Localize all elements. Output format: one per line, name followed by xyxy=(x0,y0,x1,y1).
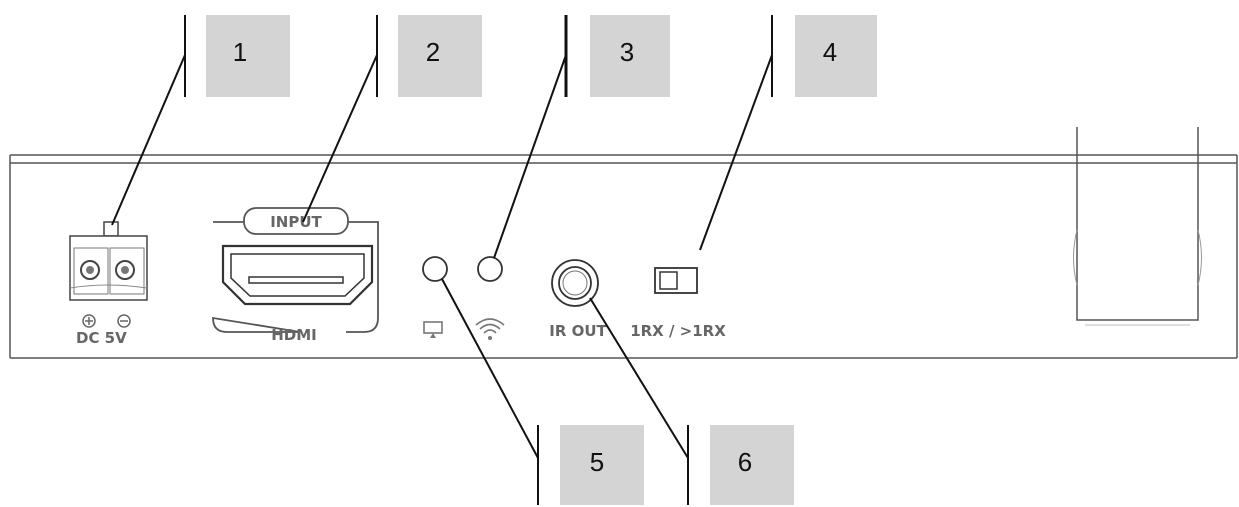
callout-5-number: 5 xyxy=(590,447,604,477)
wifi-status-led xyxy=(475,256,505,340)
callout-6-number: 6 xyxy=(738,447,752,477)
callout-6: 6 xyxy=(687,425,794,505)
hdmi-input-label: INPUT xyxy=(270,213,322,231)
callout-1-number: 1 xyxy=(233,37,247,67)
ir-out-jack: IR OUT xyxy=(549,259,608,340)
callout-4: 4 xyxy=(771,15,877,97)
hdmi-label: HDMI xyxy=(271,326,317,344)
callout-5: 5 xyxy=(537,425,644,505)
rx-switch-label: 1RX / >1RX xyxy=(630,322,726,340)
callout-3-number: 3 xyxy=(620,37,634,67)
leader-lines xyxy=(111,54,773,459)
rx-mode-switch: 1RX / >1RX xyxy=(630,267,726,340)
display-icon xyxy=(423,321,443,338)
ir-out-label: IR OUT xyxy=(549,322,607,340)
device-chassis xyxy=(9,127,1238,359)
wifi-icon xyxy=(475,318,505,340)
callout-4-number: 4 xyxy=(823,37,837,67)
callout-2-number: 2 xyxy=(426,37,440,67)
callout-3: 3 xyxy=(564,15,670,97)
hdmi-input-port: INPUT HDMI xyxy=(212,207,379,344)
callout-2: 2 xyxy=(376,15,482,97)
dc-5v-power-terminal: DC 5V xyxy=(69,221,148,347)
callout-1: 1 xyxy=(184,15,290,97)
minus-in-circle-icon xyxy=(117,314,131,328)
dc-5v-label: DC 5V xyxy=(76,329,127,347)
plus-in-circle-icon xyxy=(82,314,96,328)
display-status-led xyxy=(422,256,448,338)
antenna-bracket xyxy=(1076,127,1199,321)
